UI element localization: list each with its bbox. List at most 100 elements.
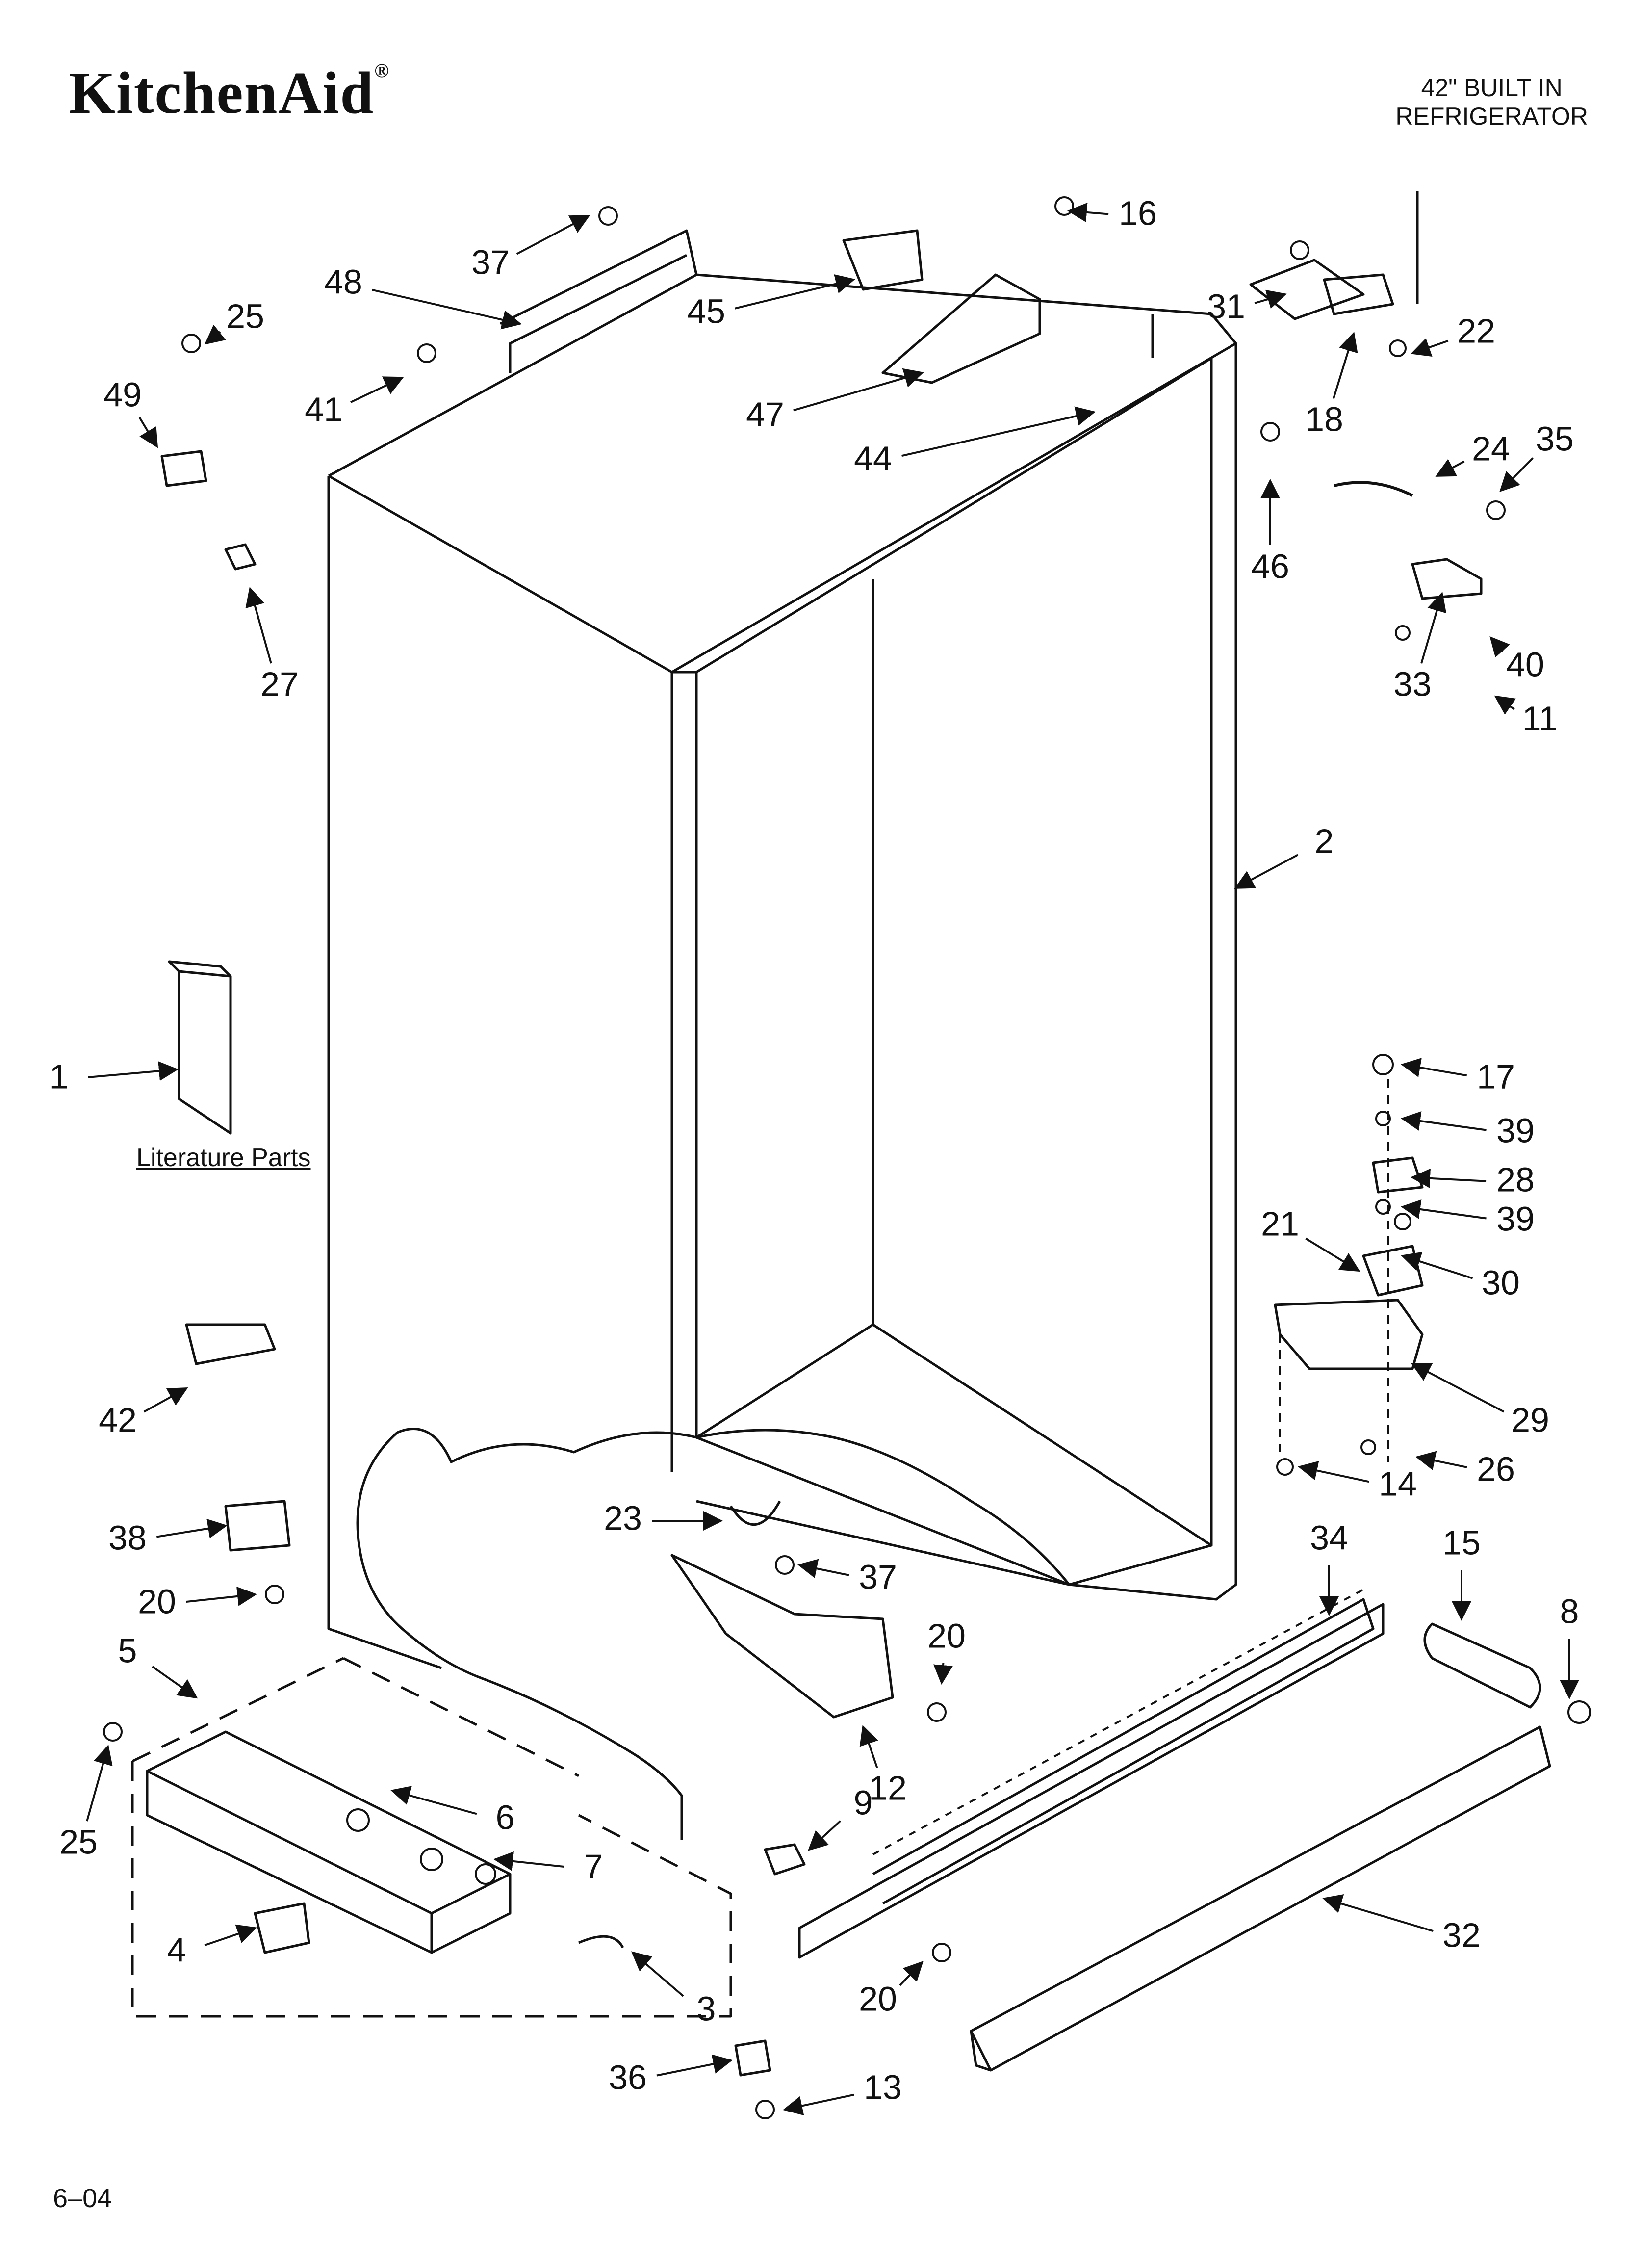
leader-c9 [808, 1820, 841, 1851]
callout-c35: 35 [1536, 419, 1574, 458]
screws [103, 196, 1591, 2119]
clip-49 [160, 450, 207, 487]
leader-c36 [656, 2054, 733, 2077]
callout-c39a: 39 [1496, 1111, 1535, 1149]
base-rail [146, 1730, 512, 1954]
leader-c18 [1333, 332, 1358, 399]
leader-c30 [1401, 1251, 1473, 1279]
leader-c11 [1494, 695, 1516, 715]
leader-c3 [631, 1951, 684, 1997]
literature-label: Literature Parts [136, 1144, 311, 1172]
leader-c26 [1415, 1451, 1467, 1470]
callout-c34: 34 [1310, 1518, 1348, 1557]
callout-c28: 28 [1496, 1160, 1535, 1199]
callout-c31: 31 [1207, 287, 1245, 325]
leader-c24 [1435, 459, 1465, 477]
leader-c1 [88, 1061, 179, 1081]
literature-parts [168, 960, 232, 1135]
callout-c36: 36 [609, 2058, 647, 2096]
date-code: 6–04 [53, 2184, 112, 2213]
bracket-9 [764, 1843, 806, 1876]
callout-c1: 1 [50, 1057, 69, 1095]
duct-12 [670, 1554, 894, 1719]
leader-c16 [1067, 202, 1109, 222]
clip-4 [254, 1902, 310, 1954]
callout-c44: 44 [854, 439, 892, 477]
leader-c47 [793, 368, 924, 412]
leader-c28 [1411, 1168, 1487, 1188]
callout-c32: 32 [1442, 1916, 1481, 1954]
callout-c42: 42 [99, 1401, 137, 1439]
leader-c39b [1401, 1199, 1487, 1220]
callout-c33: 33 [1393, 665, 1432, 703]
leader-c29 [1411, 1363, 1505, 1413]
hinge-bracket [1362, 1245, 1424, 1297]
callout-c24: 24 [1472, 429, 1510, 468]
kickplate-grille [798, 1598, 1385, 1959]
leader-c22 [1411, 338, 1449, 357]
leader-c12 [859, 1725, 878, 1768]
leader-c45 [734, 274, 855, 310]
leader-c5 [152, 1666, 198, 1699]
callout-c49: 49 [103, 375, 142, 414]
callout-c6: 6 [496, 1798, 515, 1836]
leader-c32 [1322, 1894, 1434, 1932]
model-line-2: REFRIGERATOR [1395, 103, 1588, 130]
bracket-36 [734, 2039, 771, 2077]
callout-c3: 3 [697, 1989, 716, 2028]
leader-c20b [186, 1586, 257, 1606]
callout-c48: 48 [324, 262, 362, 301]
leader-c21 [1305, 1237, 1360, 1272]
leader-c14 [1298, 1460, 1369, 1483]
leader-c37b [797, 1559, 849, 1578]
liner-opening [695, 357, 1213, 1586]
callout-c4: 4 [167, 1930, 186, 1969]
callout-c46: 46 [1251, 547, 1289, 585]
callout-c14: 14 [1379, 1464, 1417, 1503]
leader-c2 [1234, 854, 1299, 889]
water-filter [1423, 1622, 1541, 1709]
callout-c37a: 37 [471, 243, 510, 281]
model-title: 42" BUILT IN REFRIGERATOR [1395, 74, 1588, 130]
callout-c23: 23 [604, 1499, 642, 1537]
bracket-38 [224, 1500, 291, 1552]
clip-27 [224, 543, 257, 571]
leader-c13 [783, 2093, 854, 2116]
callout-c40: 40 [1506, 645, 1544, 683]
cutaway-edge [356, 1428, 1070, 1840]
leader-c7 [493, 1851, 564, 1871]
leader-c31 [1254, 289, 1287, 309]
leader-c44 [901, 406, 1096, 457]
leader-c20a [933, 1663, 953, 1685]
callout-c37b: 37 [859, 1558, 897, 1596]
callout-c20c: 20 [859, 1980, 897, 2018]
callout-c7: 7 [584, 1847, 603, 1885]
leader-c27 [245, 587, 272, 664]
callout-c30: 30 [1482, 1263, 1520, 1302]
leader-c6 [390, 1786, 477, 1815]
callout-c29: 29 [1511, 1401, 1549, 1439]
model-line-1: 42" BUILT IN [1421, 74, 1563, 102]
brand-logo: KitchenAid® [69, 59, 390, 126]
leader-c4 [204, 1924, 257, 1946]
callout-c5: 5 [118, 1631, 137, 1669]
callout-c11: 11 [1522, 699, 1558, 737]
callout-c25a: 25 [226, 297, 264, 335]
callout-c27: 27 [260, 665, 299, 703]
callout-c20a: 20 [927, 1616, 966, 1655]
leader-c38 [156, 1518, 228, 1538]
callout-c45: 45 [687, 292, 725, 330]
leader-c25a [204, 324, 226, 345]
base-assembly-frame [131, 1657, 732, 2018]
leader-c48 [372, 288, 522, 330]
hinge-link [1372, 1156, 1424, 1194]
callout-c2: 2 [1315, 822, 1334, 860]
leader-c35 [1499, 457, 1534, 492]
callout-c18: 18 [1305, 400, 1343, 438]
leader-c25b [86, 1745, 113, 1822]
callout-c15: 15 [1442, 1523, 1481, 1562]
hose-3 [578, 1935, 624, 1949]
callout-c22: 22 [1457, 312, 1495, 350]
